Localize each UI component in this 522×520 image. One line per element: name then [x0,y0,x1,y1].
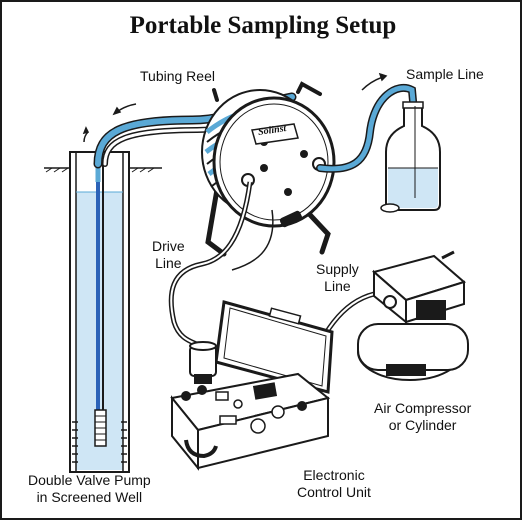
label-air-compressor-line2: or Cylinder [374,417,471,434]
air-compressor [358,252,468,380]
label-pump-line1: Double Valve Pump [28,472,151,489]
label-pump-line2: in Screened Well [28,489,151,506]
label-supply-line-line1: Supply [316,261,359,278]
tubing-reel [202,84,334,254]
sample-bottle [381,102,440,212]
label-pump: Double Valve Pump in Screened Well [28,472,151,506]
label-sample-line: Sample Line [406,66,484,83]
label-control-unit-line2: Control Unit [297,484,371,501]
page-title: Portable Sampling Setup [2,12,522,40]
label-air-compressor: Air Compressor or Cylinder [374,400,471,434]
control-unit [172,302,332,468]
label-drive-line: Drive Line [152,238,185,272]
double-valve-pump [95,410,106,446]
label-drive-line-line2: Line [152,255,185,272]
label-control-unit: Electronic Control Unit [297,467,371,501]
label-air-compressor-line1: Air Compressor [374,400,471,417]
label-supply-line-line2: Line [316,278,359,295]
label-supply-line: Supply Line [316,261,359,295]
label-tubing-reel: Tubing Reel [140,68,215,85]
label-drive-line-line1: Drive [152,238,185,255]
label-control-unit-line1: Electronic [297,467,371,484]
